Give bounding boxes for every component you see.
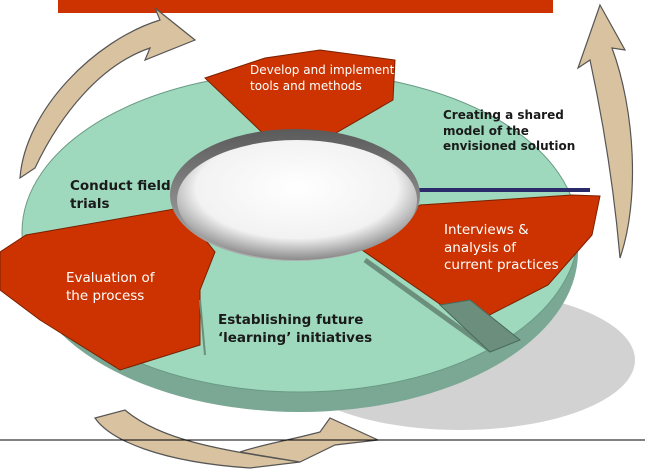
curved-arrow-icon (19, 7, 197, 180)
segment-divider (199, 299, 206, 356)
label-future-learning: Establishing future ‘learning’ initiativ… (218, 312, 373, 346)
segment-divider (363, 257, 492, 353)
label-field-trials: Conduct field trials (70, 178, 171, 212)
label-interviews: Interviews & analysis of current practic… (444, 222, 559, 274)
curved-arrow-icon (94, 409, 381, 469)
pointer-tip (438, 299, 521, 353)
ring-hole (177, 140, 417, 260)
segment-evaluation (0, 207, 216, 371)
top-banner (58, 0, 553, 13)
label-evaluation: Evaluation of the process (66, 270, 155, 304)
label-shared-model: Creating a shared model of the envisione… (443, 108, 576, 154)
curved-arrow-icon (576, 3, 634, 259)
label-develop: Develop and implement tools and methods (250, 63, 395, 93)
